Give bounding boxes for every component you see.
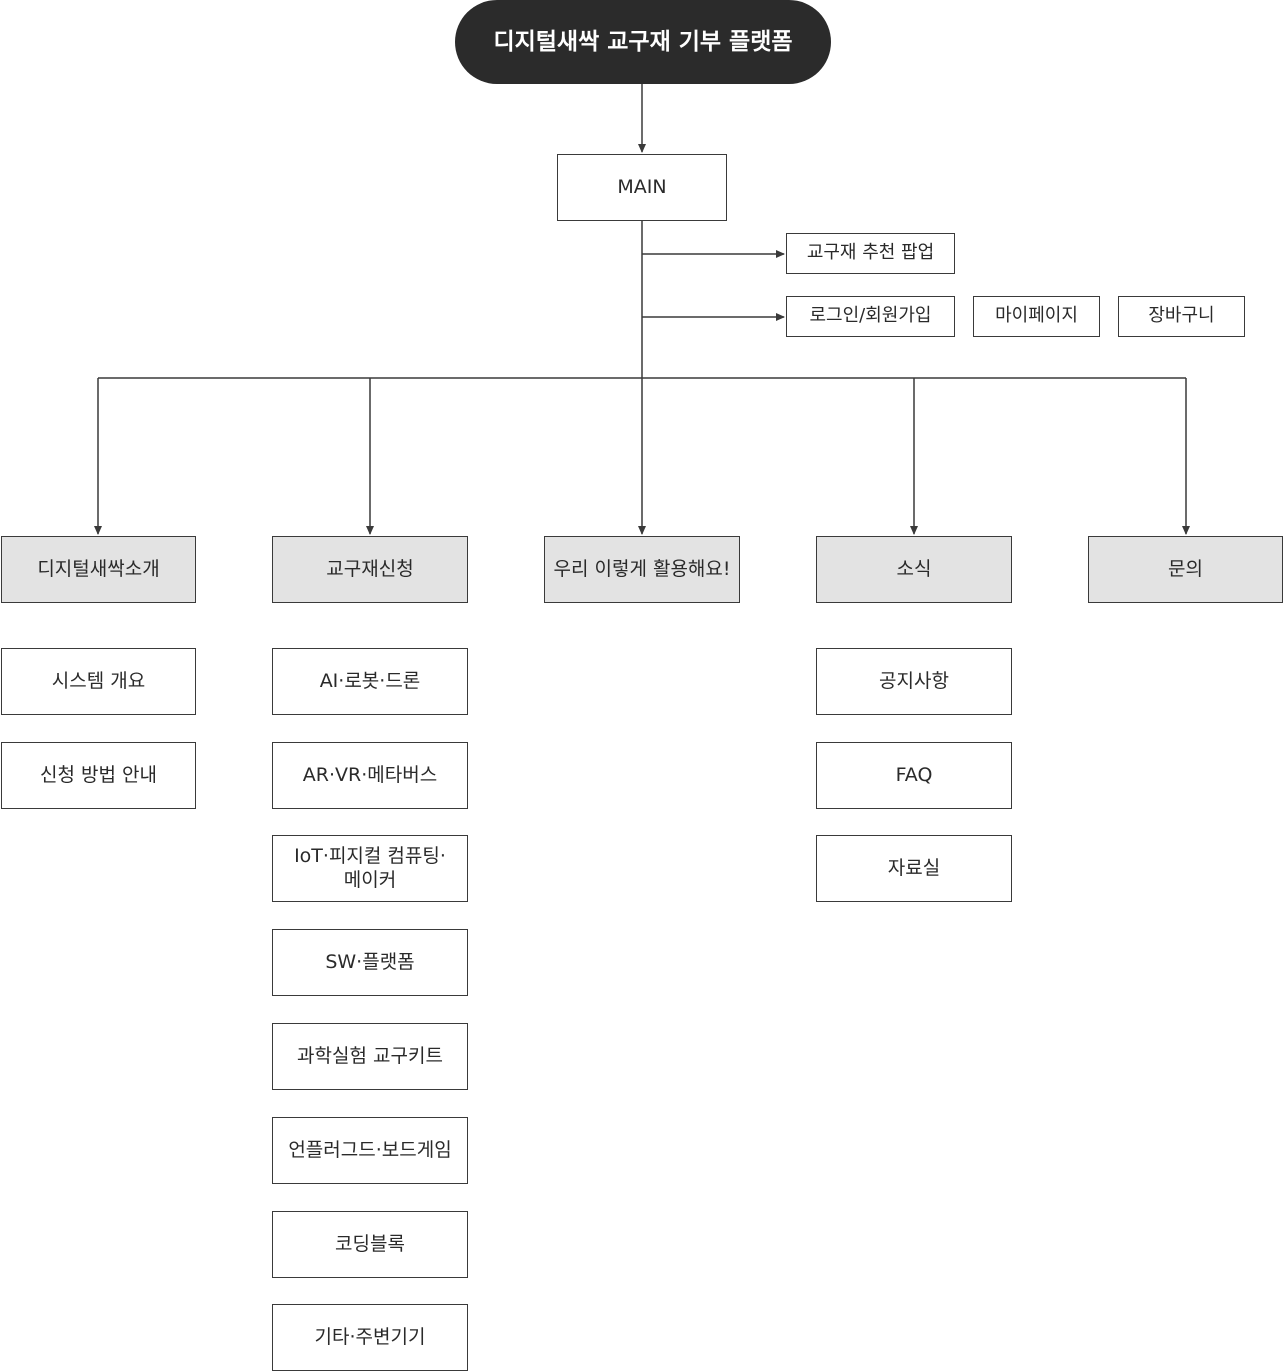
category-intro-label: 디지털새싹소개 bbox=[37, 557, 160, 580]
news-item-label: 자료실 bbox=[887, 856, 941, 879]
intro-item-label: 신청 방법 안내 bbox=[40, 763, 157, 786]
category-intro: 디지털새싹소개 bbox=[1, 536, 196, 603]
apply-item-label: 기타·주변기기 bbox=[314, 1325, 426, 1348]
root-node: 디지털새싹 교구재 기부 플랫폼 bbox=[455, 0, 831, 84]
intro-item-guide: 신청 방법 안내 bbox=[1, 742, 196, 809]
apply-item-label: 과학실험 교구키트 bbox=[297, 1044, 443, 1067]
category-inquiry-label: 문의 bbox=[1168, 557, 1203, 580]
apply-item-coding-block: 코딩블록 bbox=[272, 1211, 468, 1278]
popup-label: 교구재 추천 팝업 bbox=[806, 242, 935, 264]
apply-item-label: 코딩블록 bbox=[335, 1232, 405, 1255]
apply-item-label: IoT·피지컬 컴퓨팅· 메이커 bbox=[294, 844, 446, 891]
login-label: 로그인/회원가입 bbox=[809, 305, 932, 327]
cart-node: 장바구니 bbox=[1118, 296, 1245, 337]
main-node: MAIN bbox=[557, 154, 727, 221]
mypage-node: 마이페이지 bbox=[973, 296, 1100, 337]
cart-label: 장바구니 bbox=[1148, 305, 1215, 327]
apply-item-label: AR·VR·메타버스 bbox=[302, 763, 438, 786]
mypage-label: 마이페이지 bbox=[995, 305, 1078, 327]
news-item-label: FAQ bbox=[895, 763, 933, 786]
category-news: 소식 bbox=[816, 536, 1012, 603]
apply-item-etc-peripherals: 기타·주변기기 bbox=[272, 1304, 468, 1371]
news-item-label: 공지사항 bbox=[879, 669, 949, 692]
category-usage: 우리 이렇게 활용해요! bbox=[544, 536, 740, 603]
apply-item-ar-vr-metaverse: AR·VR·메타버스 bbox=[272, 742, 468, 809]
login-node: 로그인/회원가입 bbox=[786, 296, 955, 337]
root-label: 디지털새싹 교구재 기부 플랫폼 bbox=[493, 28, 793, 55]
news-item-notice: 공지사항 bbox=[816, 648, 1012, 715]
apply-item-science-kit: 과학실험 교구키트 bbox=[272, 1023, 468, 1090]
apply-item-iot-physical-maker: IoT·피지컬 컴퓨팅· 메이커 bbox=[272, 835, 468, 902]
news-item-archive: 자료실 bbox=[816, 835, 1012, 902]
category-apply-label: 교구재신청 bbox=[326, 557, 414, 580]
category-usage-label: 우리 이렇게 활용해요! bbox=[553, 557, 731, 580]
apply-item-sw-platform: SW·플랫폼 bbox=[272, 929, 468, 996]
category-apply: 교구재신청 bbox=[272, 536, 468, 603]
main-label: MAIN bbox=[617, 175, 667, 198]
popup-node: 교구재 추천 팝업 bbox=[786, 233, 955, 274]
apply-item-label: 언플러그드·보드게임 bbox=[288, 1138, 452, 1161]
news-item-faq: FAQ bbox=[816, 742, 1012, 809]
intro-item-overview: 시스템 개요 bbox=[1, 648, 196, 715]
apply-item-unplugged-boardgame: 언플러그드·보드게임 bbox=[272, 1117, 468, 1184]
apply-item-label: AI·로봇·드론 bbox=[319, 669, 421, 692]
category-news-label: 소식 bbox=[896, 557, 932, 580]
apply-item-label: SW·플랫폼 bbox=[325, 950, 415, 973]
apply-item-ai-robot-drone: AI·로봇·드론 bbox=[272, 648, 468, 715]
category-inquiry: 문의 bbox=[1088, 536, 1283, 603]
intro-item-label: 시스템 개요 bbox=[51, 669, 146, 692]
